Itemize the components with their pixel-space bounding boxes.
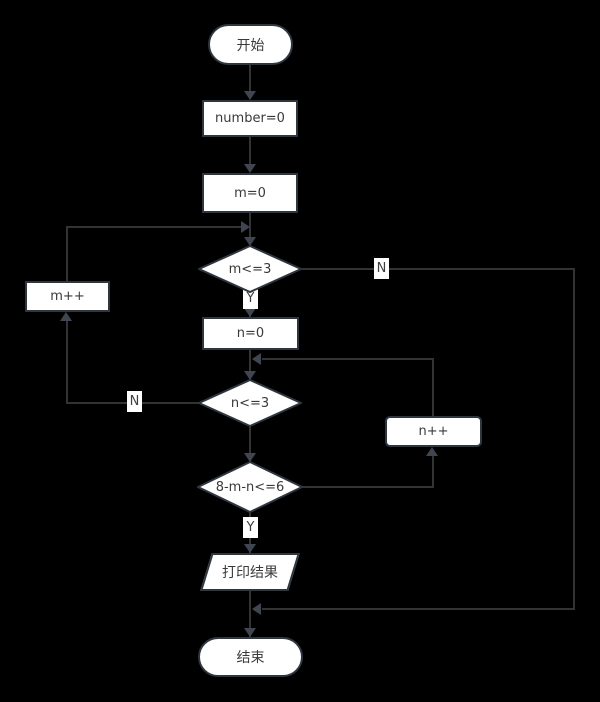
- edge-label-m-yes: Y: [243, 288, 258, 309]
- node-number-init: number=0: [202, 100, 298, 137]
- connector-line: [262, 608, 575, 610]
- edge-label-n-no: N: [127, 391, 142, 412]
- connector-line: [66, 315, 68, 404]
- node-label: 结束: [236, 650, 265, 666]
- connector-line: [66, 226, 242, 228]
- arrowhead-down-icon: [244, 91, 256, 100]
- arrowhead-down-icon: [244, 237, 256, 246]
- arrowhead-down-icon: [244, 628, 256, 637]
- diamond-shape: [197, 461, 303, 513]
- node-m-condition: m<=3: [198, 245, 302, 293]
- connector-line: [301, 486, 434, 488]
- node-label: n++: [418, 424, 449, 439]
- node-start: 开始: [208, 24, 293, 65]
- node-label: 8-m-n<=6: [215, 479, 285, 495]
- node-label: m<=3: [228, 261, 272, 277]
- node-m-init: m=0: [202, 173, 298, 213]
- node-label: number=0: [215, 111, 285, 126]
- node-n-init: n=0: [202, 317, 299, 350]
- node-label: 开始: [236, 37, 265, 54]
- node-label: 打印结果: [222, 565, 278, 581]
- connector-line: [249, 425, 251, 463]
- diamond-shape: [198, 379, 302, 427]
- arrowhead-up-icon: [426, 447, 438, 456]
- connector-line: [432, 450, 434, 488]
- connector-line: [249, 212, 251, 247]
- node-n-condition: n<=3: [198, 379, 302, 427]
- node-print-result: 打印结果: [200, 553, 300, 591]
- arrowhead-down-icon: [244, 308, 256, 317]
- node-m-increment: m++: [25, 281, 110, 312]
- arrowhead-right-icon: [241, 221, 250, 233]
- node-n-increment: n++: [385, 416, 482, 447]
- node-sum-condition: 8-m-n<=6: [197, 461, 303, 513]
- arrowhead-left-icon: [252, 603, 261, 615]
- connector-line: [249, 136, 251, 168]
- node-label: m++: [50, 289, 85, 304]
- edge-label-sum-yes: Y: [243, 517, 258, 538]
- arrowhead-down-icon: [244, 371, 256, 380]
- connector-line: [66, 227, 68, 282]
- connector-line: [262, 358, 434, 360]
- edge-label-m-no: N: [374, 258, 389, 279]
- connector-line: [432, 358, 434, 416]
- connector-line: [302, 268, 575, 270]
- connector-line: [573, 268, 575, 610]
- node-label: n=0: [236, 326, 265, 341]
- arrowhead-down-icon: [244, 164, 256, 173]
- node-label: m=0: [234, 185, 266, 201]
- connector-line: [249, 350, 251, 381]
- node-end: 结束: [198, 637, 303, 677]
- connector-line: [249, 590, 251, 638]
- diamond-shape: [198, 245, 302, 293]
- connector-line: [249, 64, 251, 95]
- arrowhead-down-icon: [244, 544, 256, 553]
- arrowhead-left-icon: [252, 353, 261, 365]
- node-label: n<=3: [230, 395, 270, 411]
- arrowhead-up-icon: [60, 312, 72, 321]
- arrowhead-down-icon: [244, 453, 256, 462]
